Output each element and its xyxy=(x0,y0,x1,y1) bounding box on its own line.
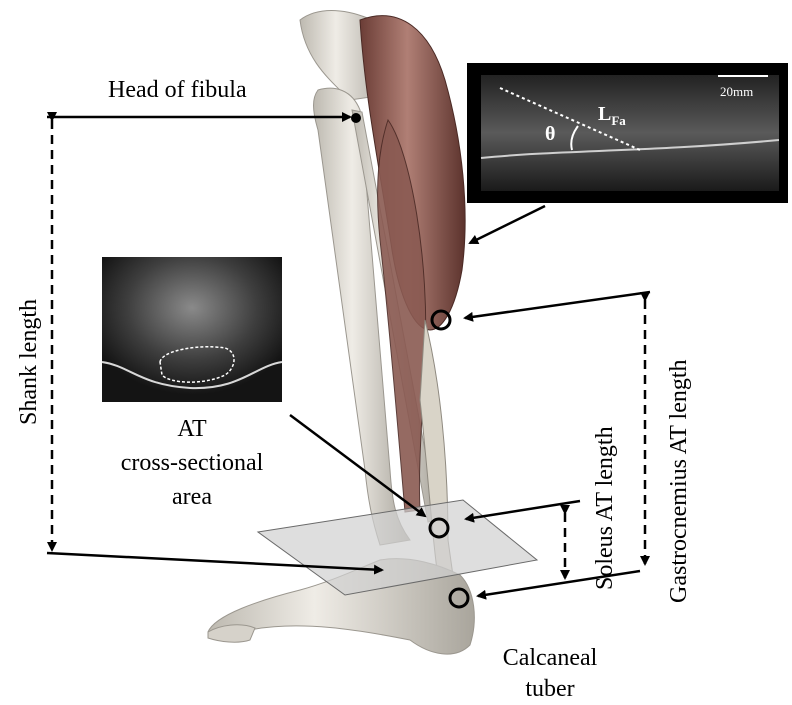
soleus-at-length-label: Soleus AT length xyxy=(592,426,618,590)
gastrocnemius-at-length-label: Gastrocnemius AT length xyxy=(666,359,692,603)
at-label-line3: area xyxy=(172,484,212,510)
shank-length-label: Shank length xyxy=(16,299,42,425)
at-label-line2: cross-sectional xyxy=(121,450,264,476)
pennation-angle-label: θ xyxy=(545,123,555,145)
ultrasound-to-leg-arrow xyxy=(470,206,545,243)
fascicle-ultrasound-inset: 20mm LFa θ xyxy=(467,63,788,203)
calcaneal-label: Calcaneal xyxy=(503,645,598,671)
head-of-fibula-label: Head of fibula xyxy=(108,77,247,103)
gastrocnemius-top-arrow xyxy=(465,292,650,318)
fascicle-length-main: L xyxy=(598,103,611,125)
fascicle-length-sub: Fa xyxy=(611,113,626,128)
at-ultrasound-image xyxy=(102,257,282,402)
head-of-fibula-dot xyxy=(351,113,361,123)
tuber-label: tuber xyxy=(525,676,574,702)
at-label-line1: AT xyxy=(177,416,207,442)
scale-bar-label: 20mm xyxy=(720,84,753,99)
soleus-top-arrow xyxy=(466,501,580,519)
at-ultrasound-inset xyxy=(102,257,282,402)
